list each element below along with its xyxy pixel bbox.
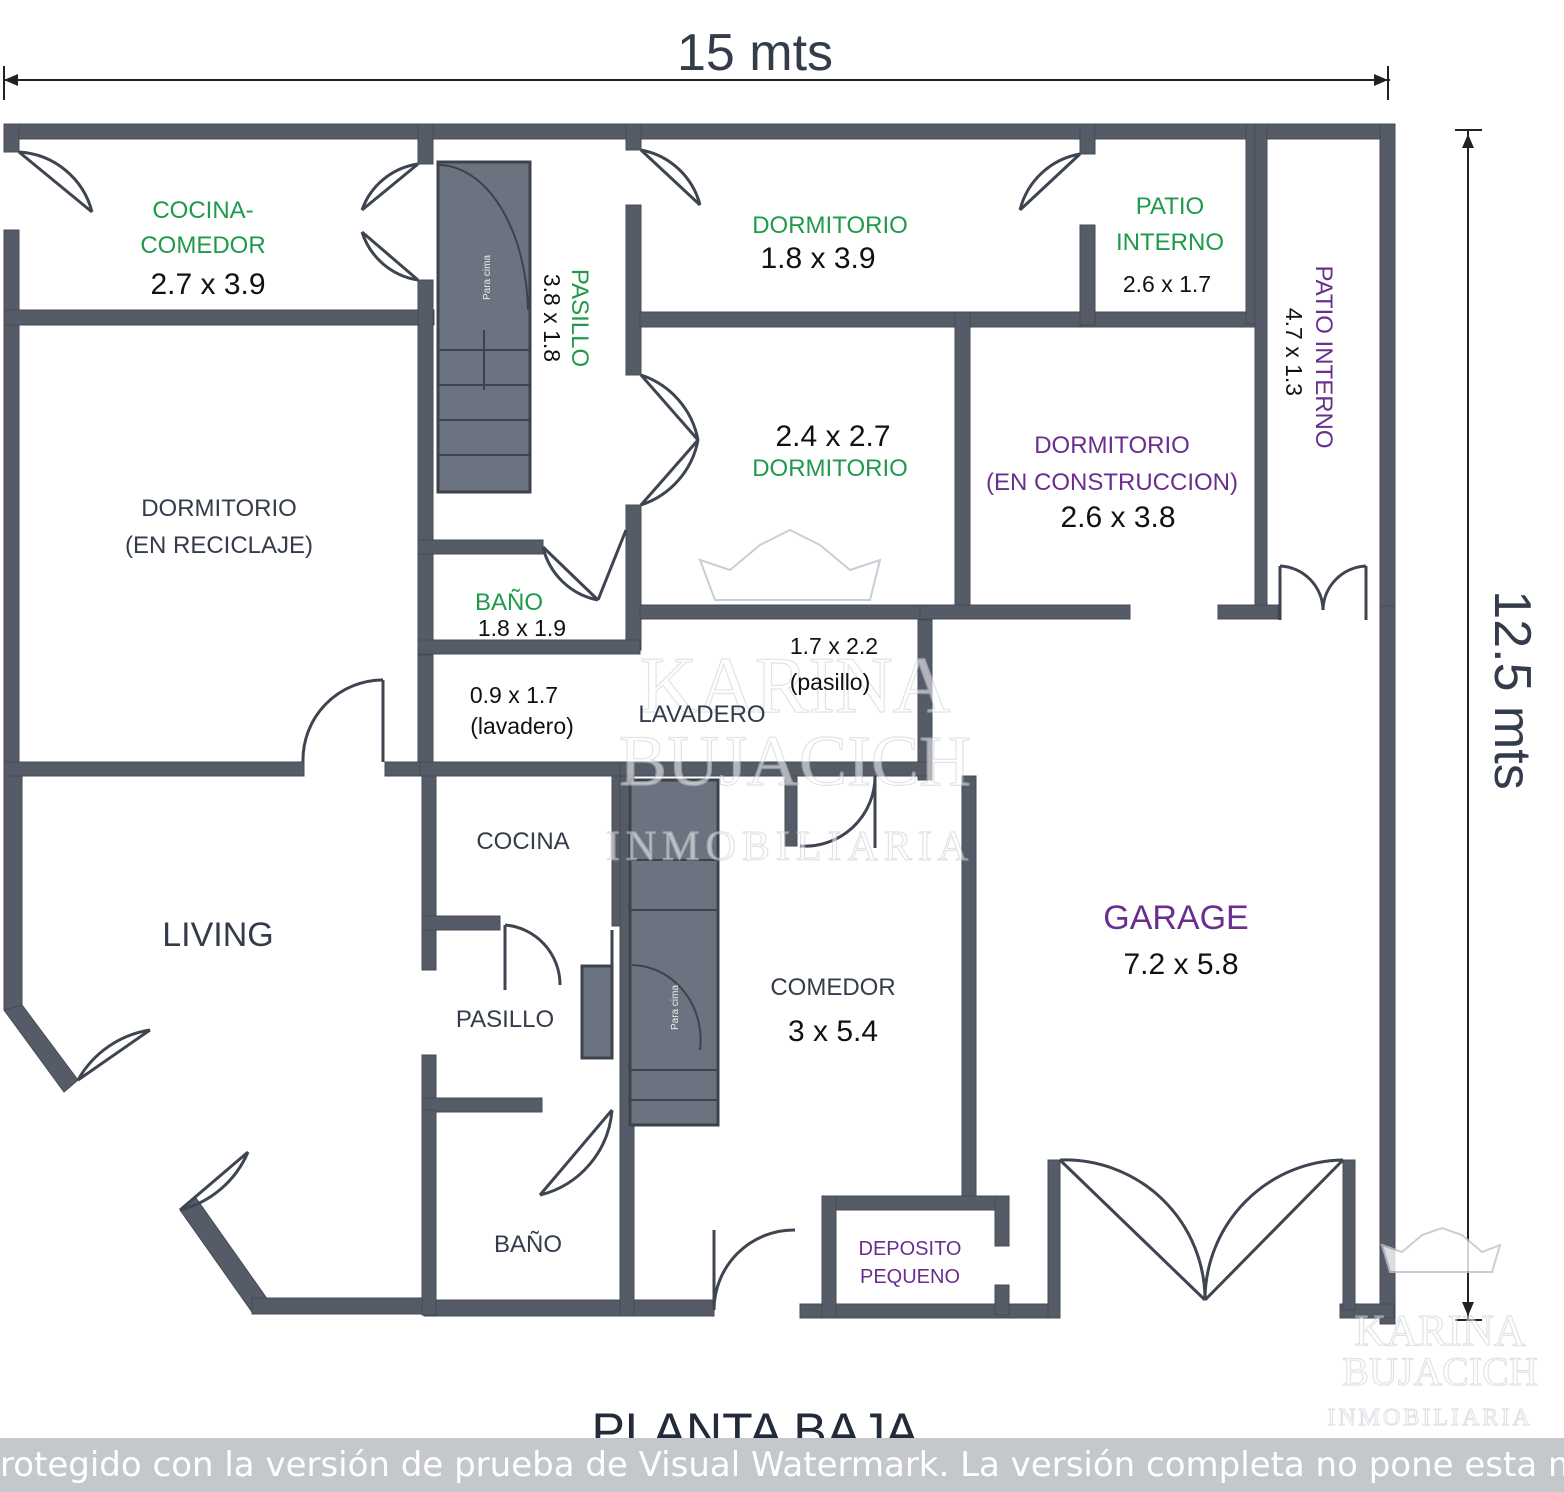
cocina-comedor-size: 2.7 x 3.9 <box>150 268 265 301</box>
upper-staircase: Para cima <box>436 160 532 494</box>
dormitorio-top-name: DORMITORIO <box>752 212 908 239</box>
watermark-corner: KARINA BUJACICH INMOBILIARIA <box>1327 1226 1538 1432</box>
comedor-size: 3 x 5.4 <box>788 1015 878 1048</box>
deposito-name-2: PEQUENO <box>860 1266 960 1288</box>
cocina-comedor-name-2: COMEDOR <box>140 232 265 259</box>
width-label: 15 mts <box>677 24 833 82</box>
watermark-karina: KARINA <box>639 642 950 730</box>
room-patio-interno-1: PATIO INTERNO 2.6 x 1.7 <box>1116 193 1224 297</box>
dormitorio-reciclaje-name-2: (EN RECICLAJE) <box>125 532 313 559</box>
dormitorio-mid-name: DORMITORIO <box>752 455 908 482</box>
cocina-name: COCINA <box>476 828 569 855</box>
room-cocina-comedor: COCINA- COMEDOR 2.7 x 3.9 <box>140 197 265 301</box>
width-dimension-line <box>3 66 1390 100</box>
watermark-corner-bujacich: BUJACICH <box>1342 1349 1538 1394</box>
dormitorio-top-size: 1.8 x 3.9 <box>760 242 875 275</box>
garage-size: 7.2 x 5.8 <box>1123 948 1238 981</box>
room-dormitorio-construccion: DORMITORIO (EN CONSTRUCCION) 2.6 x 3.8 <box>986 432 1238 534</box>
watermark-corner-inmobiliaria: INMOBILIARIA <box>1327 1405 1532 1431</box>
bano-top-name: BAÑO <box>475 589 543 616</box>
patio-2-name: PATIO INTERNO <box>1310 265 1337 448</box>
patio-1-size: 2.6 x 1.7 <box>1123 271 1211 297</box>
dormitorio-mid-size: 2.4 x 2.7 <box>775 420 890 453</box>
room-dormitorio-reciclaje: DORMITORIO (EN RECICLAJE) <box>125 495 313 559</box>
floor-plan: Para cima Para cima KARINA BUJACICH INMO… <box>3 24 1541 1438</box>
room-pasillo-top: PASILLO 3.8 x 1.8 <box>539 269 593 367</box>
pasillo-mid-label: (pasillo) <box>790 669 871 695</box>
dormitorio-reciclaje-name-1: DORMITORIO <box>141 495 297 522</box>
height-label: 12.5 mts <box>1483 590 1541 789</box>
room-bano-top: BAÑO 1.8 x 1.9 <box>475 589 566 641</box>
room-comedor: COMEDOR 3 x 5.4 <box>770 974 895 1048</box>
pasillo-bottom-name: PASILLO <box>456 1006 554 1033</box>
walls <box>3 123 1396 1325</box>
lavadero-size: 0.9 x 1.7 <box>470 682 558 708</box>
pasillo-mid-size: 1.7 x 2.2 <box>790 633 878 659</box>
patio-1-name-1: PATIO <box>1136 193 1204 220</box>
deposito-name-1: DEPOSITO <box>859 1238 962 1260</box>
lavadero-label: (lavadero) <box>470 713 574 739</box>
dormitorio-construccion-name-2: (EN CONSTRUCCION) <box>986 469 1238 496</box>
pasillo-top-name: PASILLO <box>566 269 593 367</box>
room-pasillo-mid: 1.7 x 2.2 (pasillo) <box>790 633 878 695</box>
cocina-comedor-name-1: COCINA- <box>152 197 253 224</box>
patio-2-size: 4.7 x 1.3 <box>1281 308 1307 396</box>
bano-bottom-name: BAÑO <box>494 1231 562 1258</box>
trial-watermark-banner: rotegido con la versión de prueba de Vis… <box>0 1438 1564 1492</box>
lower-staircase: Para cima <box>580 778 720 1127</box>
height-dimension-line <box>1455 129 1482 1321</box>
lavadero-name: LAVADERO <box>638 701 765 728</box>
room-patio-interno-2: PATIO INTERNO 4.7 x 1.3 <box>1281 265 1337 448</box>
pasillo-top-size: 3.8 x 1.8 <box>539 274 565 362</box>
patio-1-name-2: INTERNO <box>1116 229 1224 256</box>
comedor-name: COMEDOR <box>770 974 895 1001</box>
garage-name: GARAGE <box>1103 899 1248 937</box>
dormitorio-construccion-name-1: DORMITORIO <box>1034 432 1190 459</box>
watermark-center: KARINA BUJACICH INMOBILIARIA <box>605 528 974 871</box>
floor-title: PLANTA BAJA <box>592 1403 920 1438</box>
bano-top-size: 1.8 x 1.9 <box>478 615 566 641</box>
room-garage: GARAGE 7.2 x 5.8 <box>1103 899 1248 981</box>
watermark-inmobiliaria: INMOBILIARIA <box>606 824 974 870</box>
stair-text-bottom: Para cima <box>670 985 681 1030</box>
room-deposito: DEPOSITO PEQUENO <box>859 1238 962 1288</box>
room-lavadero: 0.9 x 1.7 (lavadero) LAVADERO <box>470 682 766 739</box>
stair-text-top: Para cima <box>482 255 493 300</box>
room-dormitorio-top: DORMITORIO 1.8 x 3.9 <box>752 212 908 275</box>
room-dormitorio-mid: 2.4 x 2.7 DORMITORIO <box>752 420 908 482</box>
living-name: LIVING <box>162 916 273 954</box>
dormitorio-construccion-size: 2.6 x 3.8 <box>1060 501 1175 534</box>
watermark-corner-karina: KARINA <box>1354 1306 1525 1355</box>
watermark-bujacich: BUJACICH <box>619 721 971 801</box>
